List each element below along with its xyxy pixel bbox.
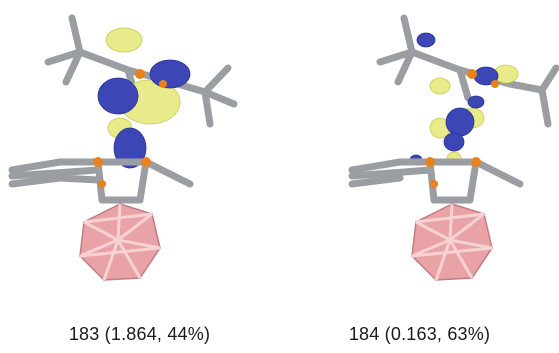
orbital-caption: 183 (1.864, 44%): [68, 324, 211, 344]
orbital-lobes-blue-upper: [97, 59, 191, 169]
orbital-caption: 184 (0.163, 63%): [348, 324, 491, 344]
carborane-cage: [411, 203, 493, 281]
phosphorus-atoms-lower: [425, 157, 481, 188]
molecule-render-184: [348, 14, 559, 281]
panel-orbital-183: 183 (1.864, 44%): [0, 0, 279, 353]
phosphorus-atoms-upper: [467, 69, 499, 88]
panel-orbital-184: 184 (0.163, 63%): [280, 0, 559, 353]
carborane-cage: [79, 203, 161, 281]
phosphorus-atoms-lower: [93, 157, 151, 188]
phosphorus-atoms-upper: [135, 69, 167, 88]
molecule-render-183: [8, 14, 238, 281]
orbital-lobes-blue-upper: [409, 32, 499, 166]
orbital-lobes-yellow-upper: [429, 64, 519, 165]
